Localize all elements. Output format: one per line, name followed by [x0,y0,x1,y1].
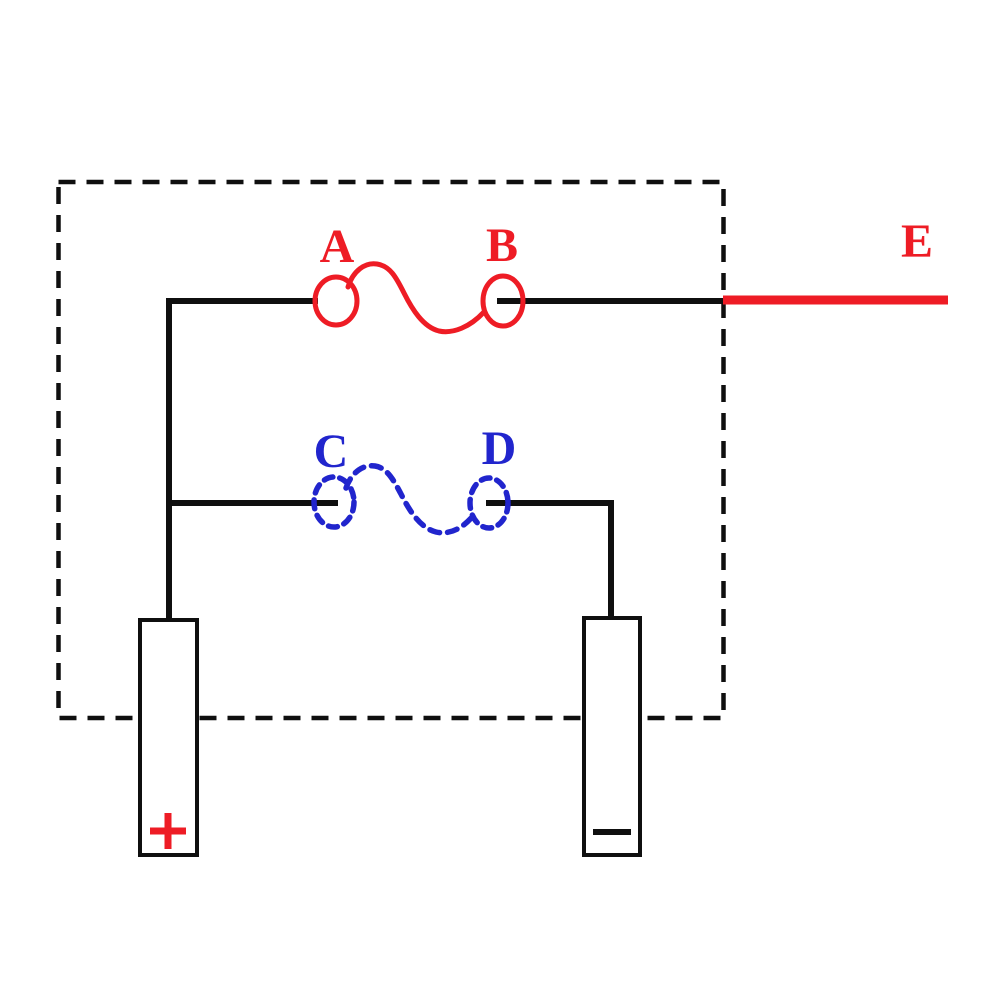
terminal-circle-d [467,475,511,531]
plus-icon [150,813,186,849]
label-d: D [482,422,517,475]
wires [166,298,724,622]
fuse-wire-cd [343,463,476,536]
label-a: A [320,220,355,273]
terminal-circle-b [480,273,526,329]
label-e: E [901,215,933,268]
label-c: C [314,425,349,478]
dashed-boundary-box [56,179,726,721]
fuse-ab [312,261,526,335]
electrode-negative [582,616,642,857]
fuse-cd [311,463,511,536]
label-b: B [486,219,518,272]
electrode-positive [138,618,199,857]
negative-electrode-body [582,616,642,857]
terminal-circle-a [312,274,360,328]
fuse-wire-ab [345,261,487,335]
terminal-circle-c [311,474,357,530]
wire-d-to-negative-electrode [486,500,614,620]
wire-left-branch-top [166,298,318,622]
